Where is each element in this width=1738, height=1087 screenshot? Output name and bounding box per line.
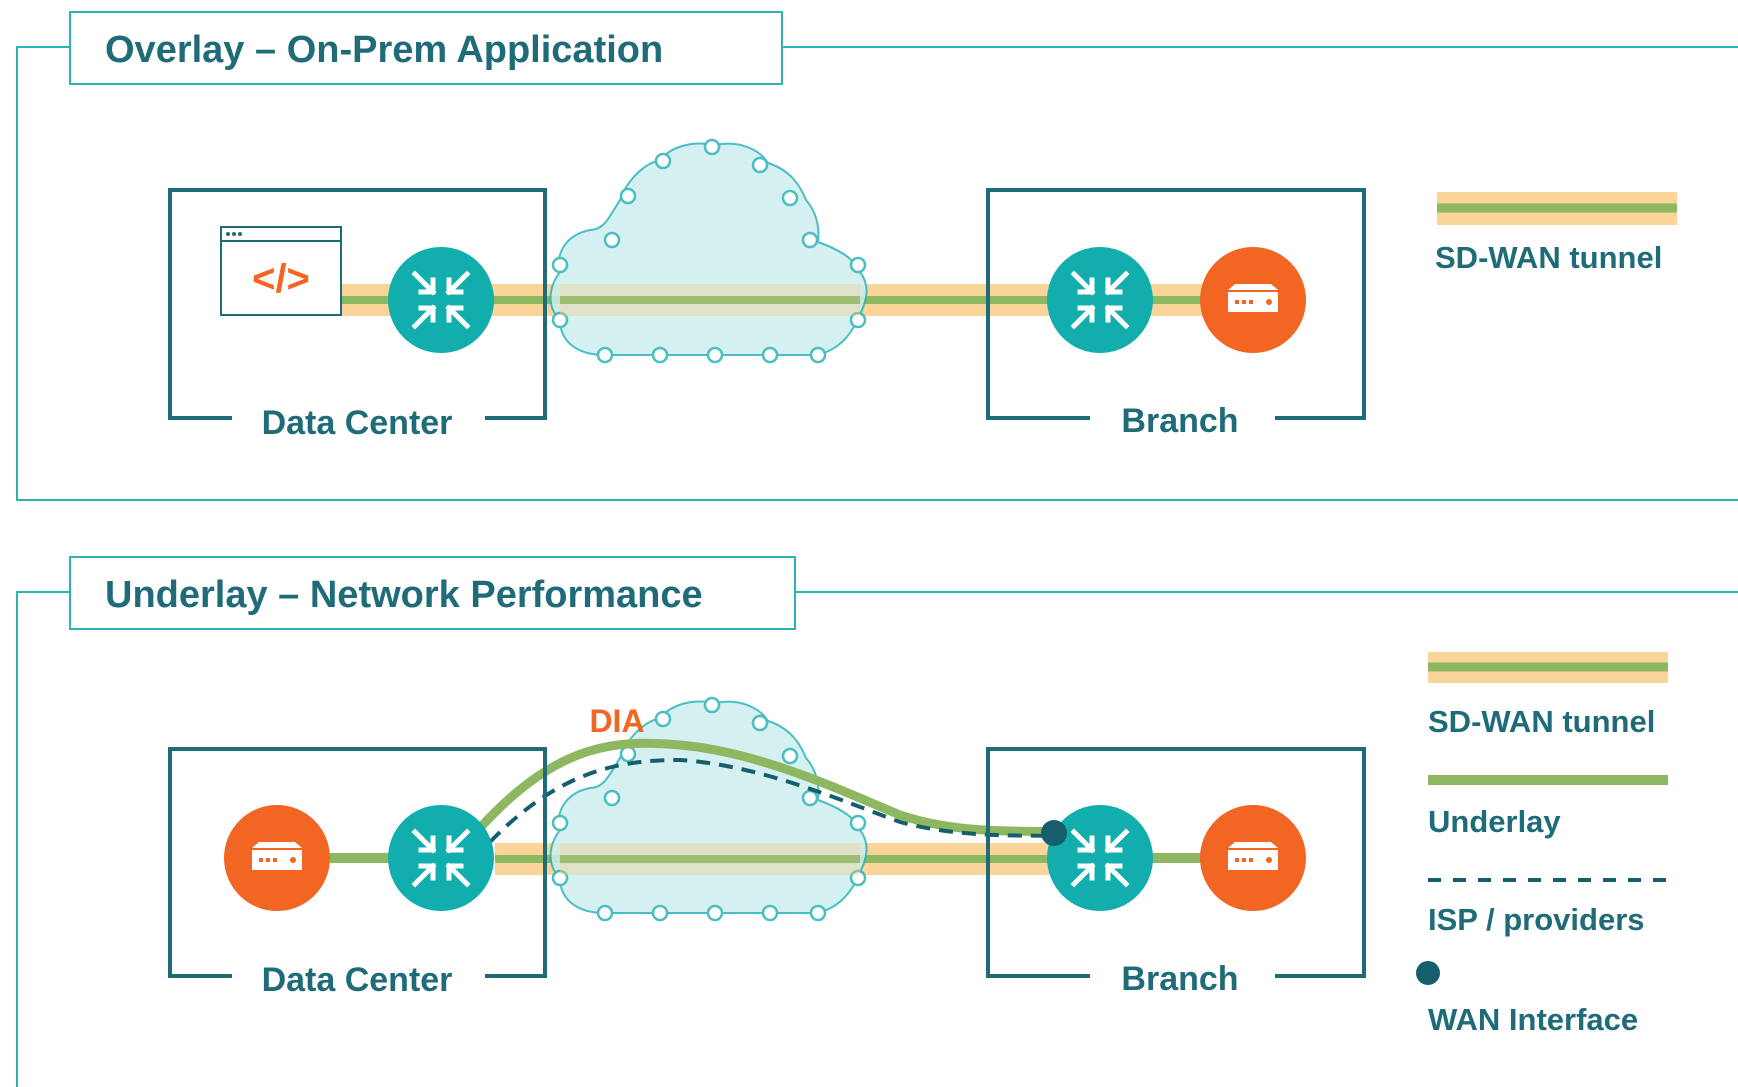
underlay-legend-underlay: Underlay: [1428, 804, 1561, 839]
overlay-datacenter-box: [168, 188, 547, 420]
overlay-datacenter-label: Data Center: [262, 404, 453, 442]
underlay-branch-box: [986, 747, 1366, 978]
overlay-title-box: [69, 11, 783, 85]
overlay-branch-box: [986, 188, 1366, 420]
dia-underlay-path: [476, 738, 1061, 837]
underlay-branch-router-icon: [1047, 805, 1153, 911]
overlay-branch-appliance-icon: [1200, 247, 1306, 353]
underlay-legend-tunnel: SD-WAN tunnel: [1428, 704, 1655, 739]
underlay-datacenter-box: [168, 747, 547, 978]
underlay-datacenter-router-icon: [388, 805, 494, 911]
underlay-datacenter-appliance-icon: [224, 805, 330, 911]
dia-label: DIA: [589, 703, 644, 739]
overlay-panel-border: [16, 46, 1738, 501]
underlay-panel-border: [16, 591, 70, 1087]
underlay-title-box: [69, 556, 796, 630]
underlay-legend-wan: WAN Interface: [1428, 1002, 1638, 1037]
overlay-title: Overlay – On-Prem Application: [105, 29, 663, 71]
underlay-legend: SD-WAN tunnel Underlay ISP / providers W…: [1416, 652, 1668, 1037]
overlay-legend-tunnel: SD-WAN tunnel: [1435, 240, 1662, 275]
overlay-cloud: [549, 138, 868, 364]
overlay-legend: SD-WAN tunnel: [1435, 192, 1677, 275]
underlay-branch-label: Branch: [1121, 960, 1238, 998]
overlay-datacenter-router-icon: [388, 247, 494, 353]
overlay-panel: Overlay – On-Prem Application Data Cente…: [16, 11, 1738, 501]
underlay-legend-isp: ISP / providers: [1428, 902, 1645, 937]
underlay-title: Underlay – Network Performance: [105, 574, 703, 616]
code-window-icon: </>: [220, 226, 342, 316]
underlay-branch-appliance-icon: [1200, 805, 1306, 911]
legend-wan-dot: [1416, 961, 1440, 985]
svg-text:</>: </>: [252, 257, 310, 301]
overlay-branch-label: Branch: [1121, 402, 1238, 440]
underlay-panel: Underlay – Network Performance DIA Data …: [16, 556, 1738, 1087]
underlay-datacenter-label: Data Center: [262, 961, 453, 999]
overlay-branch-router-icon: [1047, 247, 1153, 353]
dia-isp-path: [488, 757, 1059, 844]
wan-interface-dot: [1041, 820, 1067, 846]
